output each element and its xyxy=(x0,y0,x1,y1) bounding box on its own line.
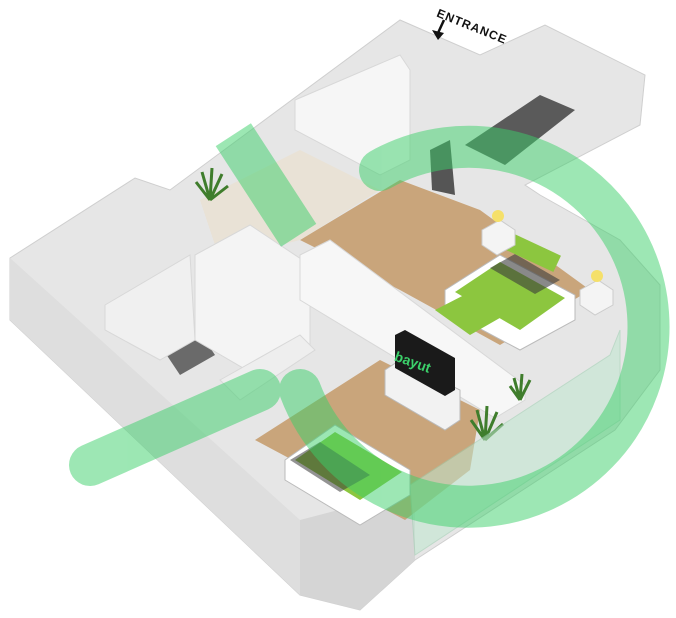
tv-icon xyxy=(384,330,461,431)
interior-wall-2 xyxy=(299,239,526,419)
interior-wall-4 xyxy=(104,254,196,361)
entrance-arrow-icon xyxy=(432,19,446,40)
watermark-logo xyxy=(69,123,670,528)
plant-icon xyxy=(508,373,532,401)
plant-icon xyxy=(469,405,504,442)
lamp-icon xyxy=(481,210,516,256)
outer-wall-front-face xyxy=(300,490,415,610)
lamp-icon xyxy=(579,270,614,316)
plant-icon xyxy=(194,167,229,202)
